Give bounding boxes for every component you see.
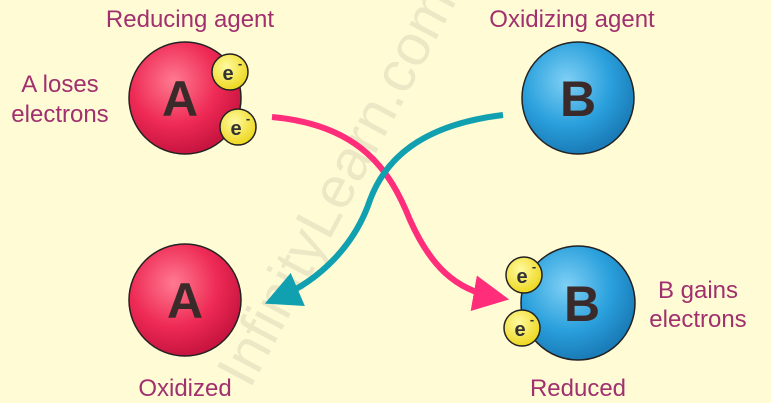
oxidizing-agent-label: Oxidizing agent (489, 6, 655, 33)
reduced-label: Reduced (530, 375, 626, 402)
a-loses-label-line1: A loses (21, 71, 98, 98)
reducing-agent-label: Reducing agent (106, 6, 274, 33)
svg-text:e: e (516, 266, 527, 288)
svg-text:-: - (532, 259, 536, 274)
atom-a-oxidized: A (128, 243, 242, 357)
svg-text:e: e (222, 63, 233, 85)
a-loses-label-line2: electrons (11, 101, 108, 128)
electron: e- (219, 108, 257, 146)
svg-text:e: e (230, 118, 241, 140)
oxidized-label: Oxidized (138, 375, 231, 402)
electron: e- (503, 309, 541, 347)
atom-b-reduced: B (520, 245, 636, 361)
oxidation-arrow (264, 112, 504, 307)
svg-text:-: - (530, 312, 534, 327)
svg-text:B: B (564, 276, 600, 332)
svg-text:e: e (514, 319, 525, 341)
electron-transfer-arrow (271, 114, 510, 311)
svg-text:B: B (560, 71, 596, 127)
svg-text:A: A (167, 273, 203, 329)
b-gains-label-line1: B gains (658, 277, 738, 304)
electron: e- (211, 53, 249, 91)
svg-text:A: A (162, 71, 198, 127)
svg-text:-: - (238, 56, 242, 71)
atom-b-oxidizing: B (521, 41, 635, 155)
b-gains-label-line2: electrons (649, 306, 746, 333)
svg-text:-: - (246, 111, 250, 126)
electron: e- (505, 256, 543, 294)
